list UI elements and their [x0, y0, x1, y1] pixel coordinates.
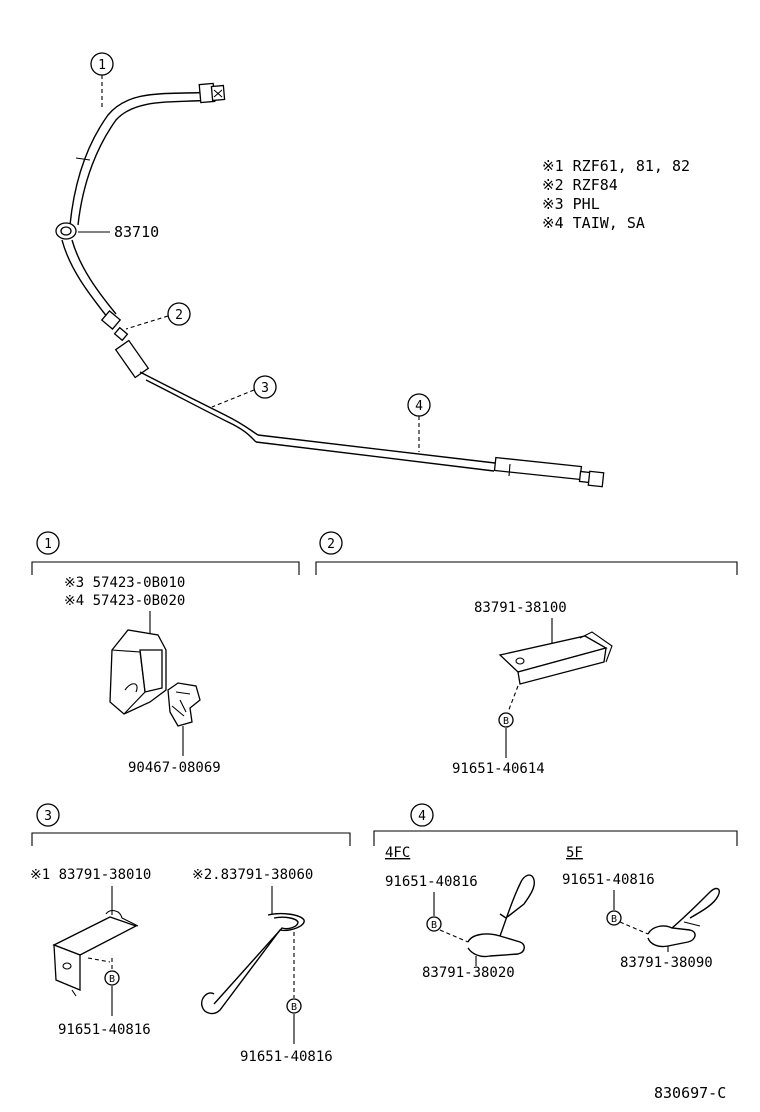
joint-83710: 83710 [55, 222, 159, 241]
detail-section-1: 1 ※3 57423-0B010 ※4 57423-0B020 90467-08… [31, 531, 300, 776]
section-4-a-clip: 83791-38020 [422, 965, 515, 981]
section-1-line-2: ※4 57423-0B020 [64, 593, 185, 609]
callout-3: 3 [211, 375, 277, 408]
svg-text:1: 1 [98, 58, 106, 73]
svg-text:B: B [109, 974, 115, 985]
svg-text:B: B [611, 914, 617, 925]
section-1-line-1: ※3 57423-0B010 [64, 575, 185, 591]
legend-line-2: ※2 RZF84 [542, 176, 618, 194]
section-1-clip-part: 90467-08069 [128, 760, 221, 776]
section-3-right-bolt: 91651-40816 [240, 1049, 333, 1065]
section-4-b-clip: 83791-38090 [620, 955, 713, 971]
section-2-bolt-part: 91651-40614 [452, 761, 545, 777]
svg-text:B: B [503, 716, 509, 727]
legend-line-1: ※1 RZF61, 81, 82 [542, 157, 690, 175]
bracket-83791-38010-drawing [52, 909, 139, 997]
cable-clamp-drawing [109, 629, 201, 727]
callout-1: 1 [90, 52, 114, 108]
svg-text:2: 2 [175, 308, 183, 323]
callout-4: 4 [407, 393, 431, 452]
diagram-code: 830697-C [654, 1084, 726, 1102]
svg-text:4: 4 [415, 399, 423, 414]
detail-section-3: 3 ※1 83791-38010 ※2.83791-38060 B 91651-… [30, 803, 351, 1065]
section-3-right-part: ※2.83791-38060 [192, 867, 313, 883]
bracket-83791-38100-drawing [498, 631, 613, 685]
section-4-a-bolt: 91651-40816 [385, 874, 478, 890]
section-2-badge: 2 [327, 537, 335, 552]
model-legend: ※1 RZF61, 81, 82 ※2 RZF84 ※3 PHL ※4 TAIW… [542, 157, 690, 232]
top-end-fitting [198, 82, 226, 104]
hairpin-clip-83791-38090-drawing [647, 887, 720, 948]
bottom-end-fitting [493, 456, 605, 488]
section-4-badge: 4 [418, 809, 426, 824]
svg-text:3: 3 [261, 381, 269, 396]
section-1-badge: 1 [44, 537, 52, 552]
detail-section-4: 4 4FC 5F 91651-40816 B 83791-38020 91651… [373, 803, 738, 981]
detail-section-2: 2 83791-38100 B 91651-40614 [315, 531, 738, 777]
section-4-variant-a: 4FC [385, 845, 410, 861]
section-4-variant-b: 5F [566, 845, 583, 861]
wire-clip-83791-38060-drawing [200, 912, 305, 1015]
svg-text:B: B [431, 920, 437, 931]
section-3-badge: 3 [44, 809, 52, 824]
legend-line-4: ※4 TAIW, SA [542, 214, 645, 232]
section-4-b-bolt: 91651-40816 [562, 872, 655, 888]
hairpin-clip-83791-38020-drawing [467, 874, 536, 958]
legend-line-3: ※3 PHL [542, 195, 600, 213]
svg-text:B: B [291, 1002, 297, 1013]
callout-2: 2 [125, 302, 191, 330]
speedometer-cable-assembly: 83710 1 2 3 [55, 52, 605, 488]
joint-part-number: 83710 [114, 223, 159, 241]
section-3-left-bolt: 91651-40816 [58, 1022, 151, 1038]
section-2-bracket-part: 83791-38100 [474, 600, 567, 616]
section-3-left-part: ※1 83791-38010 [30, 867, 151, 883]
